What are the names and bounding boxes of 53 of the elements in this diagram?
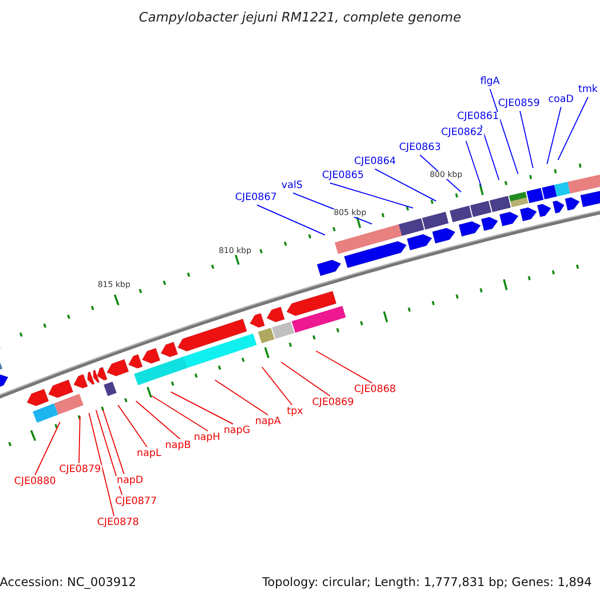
scale-label: 810 kbp	[218, 247, 252, 255]
gene-label: CJE0878	[96, 518, 140, 528]
gene-label: CJE0880	[13, 477, 57, 487]
gene-label: CJE0864	[353, 157, 397, 167]
leader-line	[330, 182, 414, 208]
leader-line	[136, 400, 180, 440]
scale-label: 800 kbp	[430, 171, 462, 179]
gene-label: CJE0869	[311, 398, 355, 408]
gene-label: tpx	[286, 407, 304, 417]
gene-label: coaD	[547, 95, 575, 105]
gene-label: CJE0879	[58, 465, 102, 475]
gene-label: valS	[280, 181, 304, 191]
title: Campylobacter jejuni RM1221, complete genome	[138, 12, 462, 24]
gene-label: napG	[222, 426, 252, 436]
leader-line	[88, 412, 114, 516]
accession-text: Accession: NC_003912	[0, 576, 136, 588]
scale-label: 805 kbp	[334, 209, 366, 217]
gene-label: flgA	[479, 77, 501, 87]
leader-line	[152, 396, 208, 432]
leader-line	[214, 380, 268, 416]
leader-line	[316, 350, 372, 384]
gene-label: napB	[164, 441, 192, 451]
leader-line	[78, 416, 80, 464]
leader-line	[118, 404, 148, 448]
genome-info-text: Topology: circular; Length: 1,777,831 bp; Genes: 1,894	[262, 576, 592, 588]
leader-line	[280, 362, 330, 396]
leader-line	[490, 88, 518, 174]
leader-line	[466, 140, 482, 186]
gene-label: CJE0861	[456, 112, 500, 122]
scale-label: 815 kbp	[98, 281, 130, 289]
gene-label: CJE0862	[440, 128, 484, 138]
gene-label: napH	[192, 433, 222, 443]
leader-line	[256, 204, 326, 236]
gene-label: CJE0865	[321, 171, 365, 181]
leader-line	[374, 168, 436, 202]
gene-label: CJE0868	[353, 385, 397, 395]
leader-line	[262, 366, 292, 406]
gene-label: tmk	[577, 85, 599, 95]
leader-line	[546, 106, 562, 164]
gene-label: CJE0877	[114, 497, 158, 507]
gene-label: napA	[254, 417, 282, 427]
gene-label: napD	[116, 476, 144, 486]
leader-line	[96, 410, 122, 496]
gene-label: napL	[136, 449, 162, 459]
leader-line	[170, 392, 234, 424]
leader-line	[558, 96, 588, 160]
leader-line	[480, 124, 500, 180]
leader-line	[520, 110, 534, 168]
gene-label: CJE0867	[234, 193, 278, 203]
gene-label: CJE0863	[398, 143, 442, 153]
gene-label: CJE0859	[497, 99, 541, 109]
leader-line	[34, 422, 60, 476]
leader-line	[102, 410, 124, 474]
